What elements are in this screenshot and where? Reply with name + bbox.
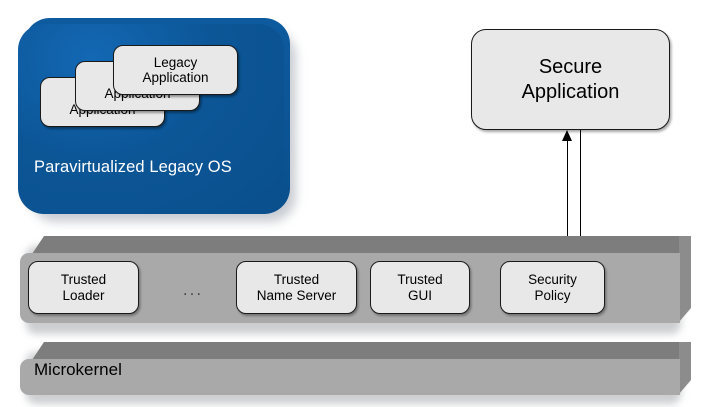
trusted-name-server-line2: Name Server	[256, 287, 337, 303]
secure-app-line2: Application	[521, 80, 620, 103]
arrow-up-shaft	[566, 141, 569, 263]
legacy-os-label: Paravirtualized Legacy OS	[34, 158, 232, 176]
services-ellipsis: ...	[182, 280, 204, 299]
legacy-app-line1-front: Legacy	[153, 54, 198, 70]
trusted-gui-line1: Trusted	[397, 272, 443, 288]
trusted-loader-line2: Loader	[62, 287, 105, 303]
trusted-loader-box[interactable]: Trusted Loader	[28, 261, 139, 314]
services-bar-top-bevel	[32, 236, 691, 254]
microkernel-bar-face	[20, 359, 680, 395]
secure-app-line1: Secure	[538, 56, 603, 79]
trusted-name-server-label: Trusted Name Server	[257, 272, 337, 303]
arrow-up-head-icon	[561, 130, 572, 141]
trusted-loader-line1: Trusted	[60, 272, 107, 288]
trusted-name-server-line1: Trusted	[273, 272, 320, 288]
trusted-loader-label: Trusted Loader	[61, 272, 106, 303]
security-policy-label: Security Policy	[528, 272, 577, 303]
services-bar-end-cap	[679, 236, 691, 322]
trusted-gui-box[interactable]: Trusted GUI	[370, 261, 470, 314]
security-policy-line2: Policy	[534, 287, 571, 303]
legacy-application-label-front: Legacy Application	[142, 55, 208, 86]
legacy-application-box-front[interactable]: Legacy Application	[113, 45, 238, 95]
arrow-down-shaft	[579, 130, 582, 250]
security-policy-box[interactable]: Security Policy	[500, 261, 605, 314]
legacy-app-line2-front: Application	[142, 70, 209, 85]
microkernel-bar-top-bevel	[32, 342, 691, 360]
microkernel-label: Microkernel	[34, 360, 122, 379]
secure-application-box[interactable]: Secure Application	[471, 29, 670, 130]
security-policy-line1: Security	[528, 272, 577, 288]
trusted-name-server-box[interactable]: Trusted Name Server	[236, 261, 357, 314]
trusted-gui-label: Trusted GUI	[397, 272, 442, 303]
trusted-gui-line2: GUI	[407, 287, 432, 303]
microkernel-bar-end-cap	[679, 342, 691, 394]
secure-application-label: Secure Application	[522, 55, 620, 104]
